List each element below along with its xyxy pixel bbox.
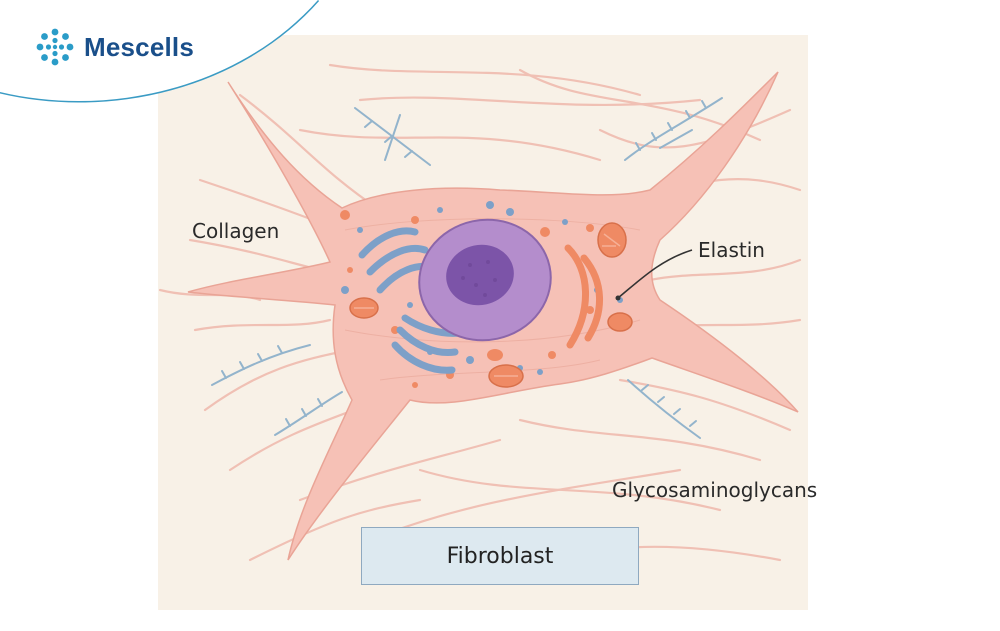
brand-name: Mescells — [84, 31, 195, 62]
rough-er — [564, 244, 603, 349]
brand-arc-fill — [0, 0, 318, 102]
mitochondria — [349, 222, 633, 388]
cell-cluster-icon — [36, 28, 74, 66]
elastin-pointer-dot — [615, 295, 621, 301]
diagram-title-box: Fibroblast — [361, 527, 639, 585]
nucleolus — [446, 244, 514, 306]
brand-logo: Mescells — [34, 26, 194, 68]
label-collagen: Collagen — [192, 219, 280, 243]
elastin-leader-line — [617, 249, 693, 299]
label-elastin: Elastin — [698, 238, 765, 262]
vesicles — [340, 201, 623, 388]
diagram-title: Fibroblast — [446, 543, 554, 569]
label-glycosaminoglycans: Glycosaminoglycans — [612, 478, 818, 502]
chromatin-dots — [461, 260, 497, 297]
glycosaminoglycan-strands — [211, 97, 723, 439]
